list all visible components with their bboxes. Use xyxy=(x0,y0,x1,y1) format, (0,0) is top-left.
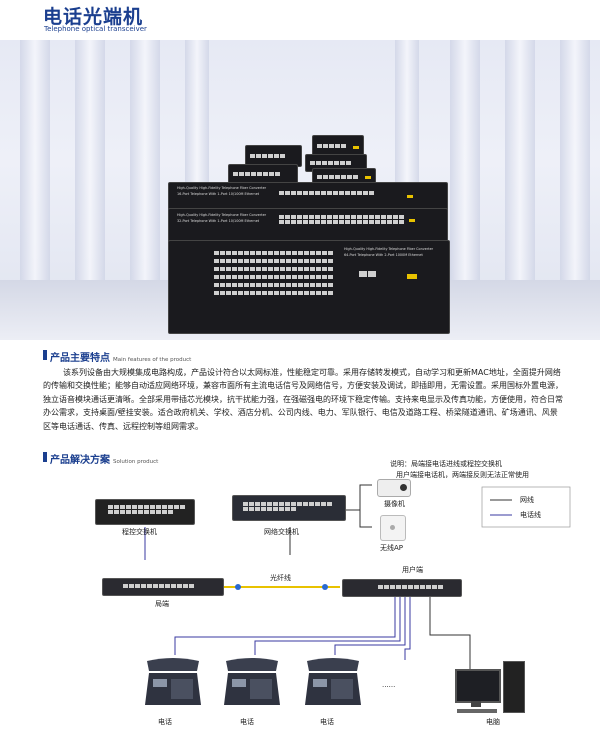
ap-label: 无线AP xyxy=(380,544,404,552)
page-title: 电话光端机 xyxy=(43,6,144,28)
rack-converter-16-port: High-Quality High-Fidelity Telephone Fib… xyxy=(168,182,448,210)
product-hero-image: High-Quality High-Fidelity Telephone Fib… xyxy=(0,40,600,340)
pbx-device xyxy=(95,499,195,525)
note-line-2: 用户端接电话机，两端接反则无法正常使用 xyxy=(396,471,529,479)
telephone-icon xyxy=(303,657,363,709)
device-label: 16-Port Telephone With 1-Port 10/100M Et… xyxy=(177,192,260,196)
network-switch-device xyxy=(232,495,346,521)
phone-label: 电话 xyxy=(320,718,334,726)
phone-label: 电话 xyxy=(158,718,172,726)
legend-net-label: 网线 xyxy=(520,496,534,504)
small-converter-4 xyxy=(228,164,298,184)
camera-icon xyxy=(377,479,411,497)
rack-converter-64-port: High-Quality High-Fidelity Telephone Fib… xyxy=(168,240,450,334)
ellipsis: ...... xyxy=(382,681,396,689)
solution-subtitle: Solution product xyxy=(113,459,159,465)
section-marker xyxy=(43,452,47,462)
user-label: 用户端 xyxy=(402,566,423,574)
fiber-label: 光纤线 xyxy=(270,574,291,582)
pbx-label: 程控交换机 xyxy=(122,528,157,536)
device-label: 64-Port Telephone With 2-Port 1000M Ethe… xyxy=(344,253,423,257)
wireless-ap-icon xyxy=(380,515,406,541)
central-converter-device xyxy=(102,578,224,596)
switch-label: 网络交换机 xyxy=(264,528,299,536)
features-paragraph: 该系列设备由大规模集成电路构成，产品设计符合以太网标准，性能稳定可靠。采用存储转… xyxy=(43,368,563,431)
features-title: 产品主要特点 xyxy=(50,353,110,364)
section-marker xyxy=(43,350,47,360)
features-subtitle: Main features of the product xyxy=(113,357,192,363)
device-label: High-Quality High-Fidelity Telephone Fib… xyxy=(177,213,267,217)
note-line-1: 说明：局端接电话进线或程控交换机 xyxy=(390,460,502,468)
network-diagram: 程控交换机 网络交换机 摄像机 无线AP 说明：局端接电话进线或程控交换机 用户… xyxy=(0,460,600,737)
pc-label: 电脑 xyxy=(486,718,500,726)
telephone-icon xyxy=(222,657,282,709)
telephone-icon xyxy=(143,657,203,709)
camera-label: 摄像机 xyxy=(384,500,405,508)
rack-converter-32-port: High-Quality High-Fidelity Telephone Fib… xyxy=(168,208,448,242)
legend-phone-label: 电话线 xyxy=(520,511,541,519)
page-subtitle: Telephone optical transceiver xyxy=(44,25,147,33)
computer-icon xyxy=(455,661,525,715)
device-label: High-Quality High-Fidelity Telephone Fib… xyxy=(177,186,267,190)
device-label: High-Quality High-Fidelity Telephone Fib… xyxy=(344,247,434,251)
device-label: 32-Port Telephone With 1-Port 10/100M Et… xyxy=(177,219,260,223)
phone-label: 电话 xyxy=(240,718,254,726)
small-converter-2 xyxy=(312,135,364,157)
solution-title: 产品解决方案 xyxy=(50,455,110,466)
central-label: 局端 xyxy=(155,600,169,608)
small-converter-3 xyxy=(305,154,367,172)
user-converter-device xyxy=(342,579,462,597)
